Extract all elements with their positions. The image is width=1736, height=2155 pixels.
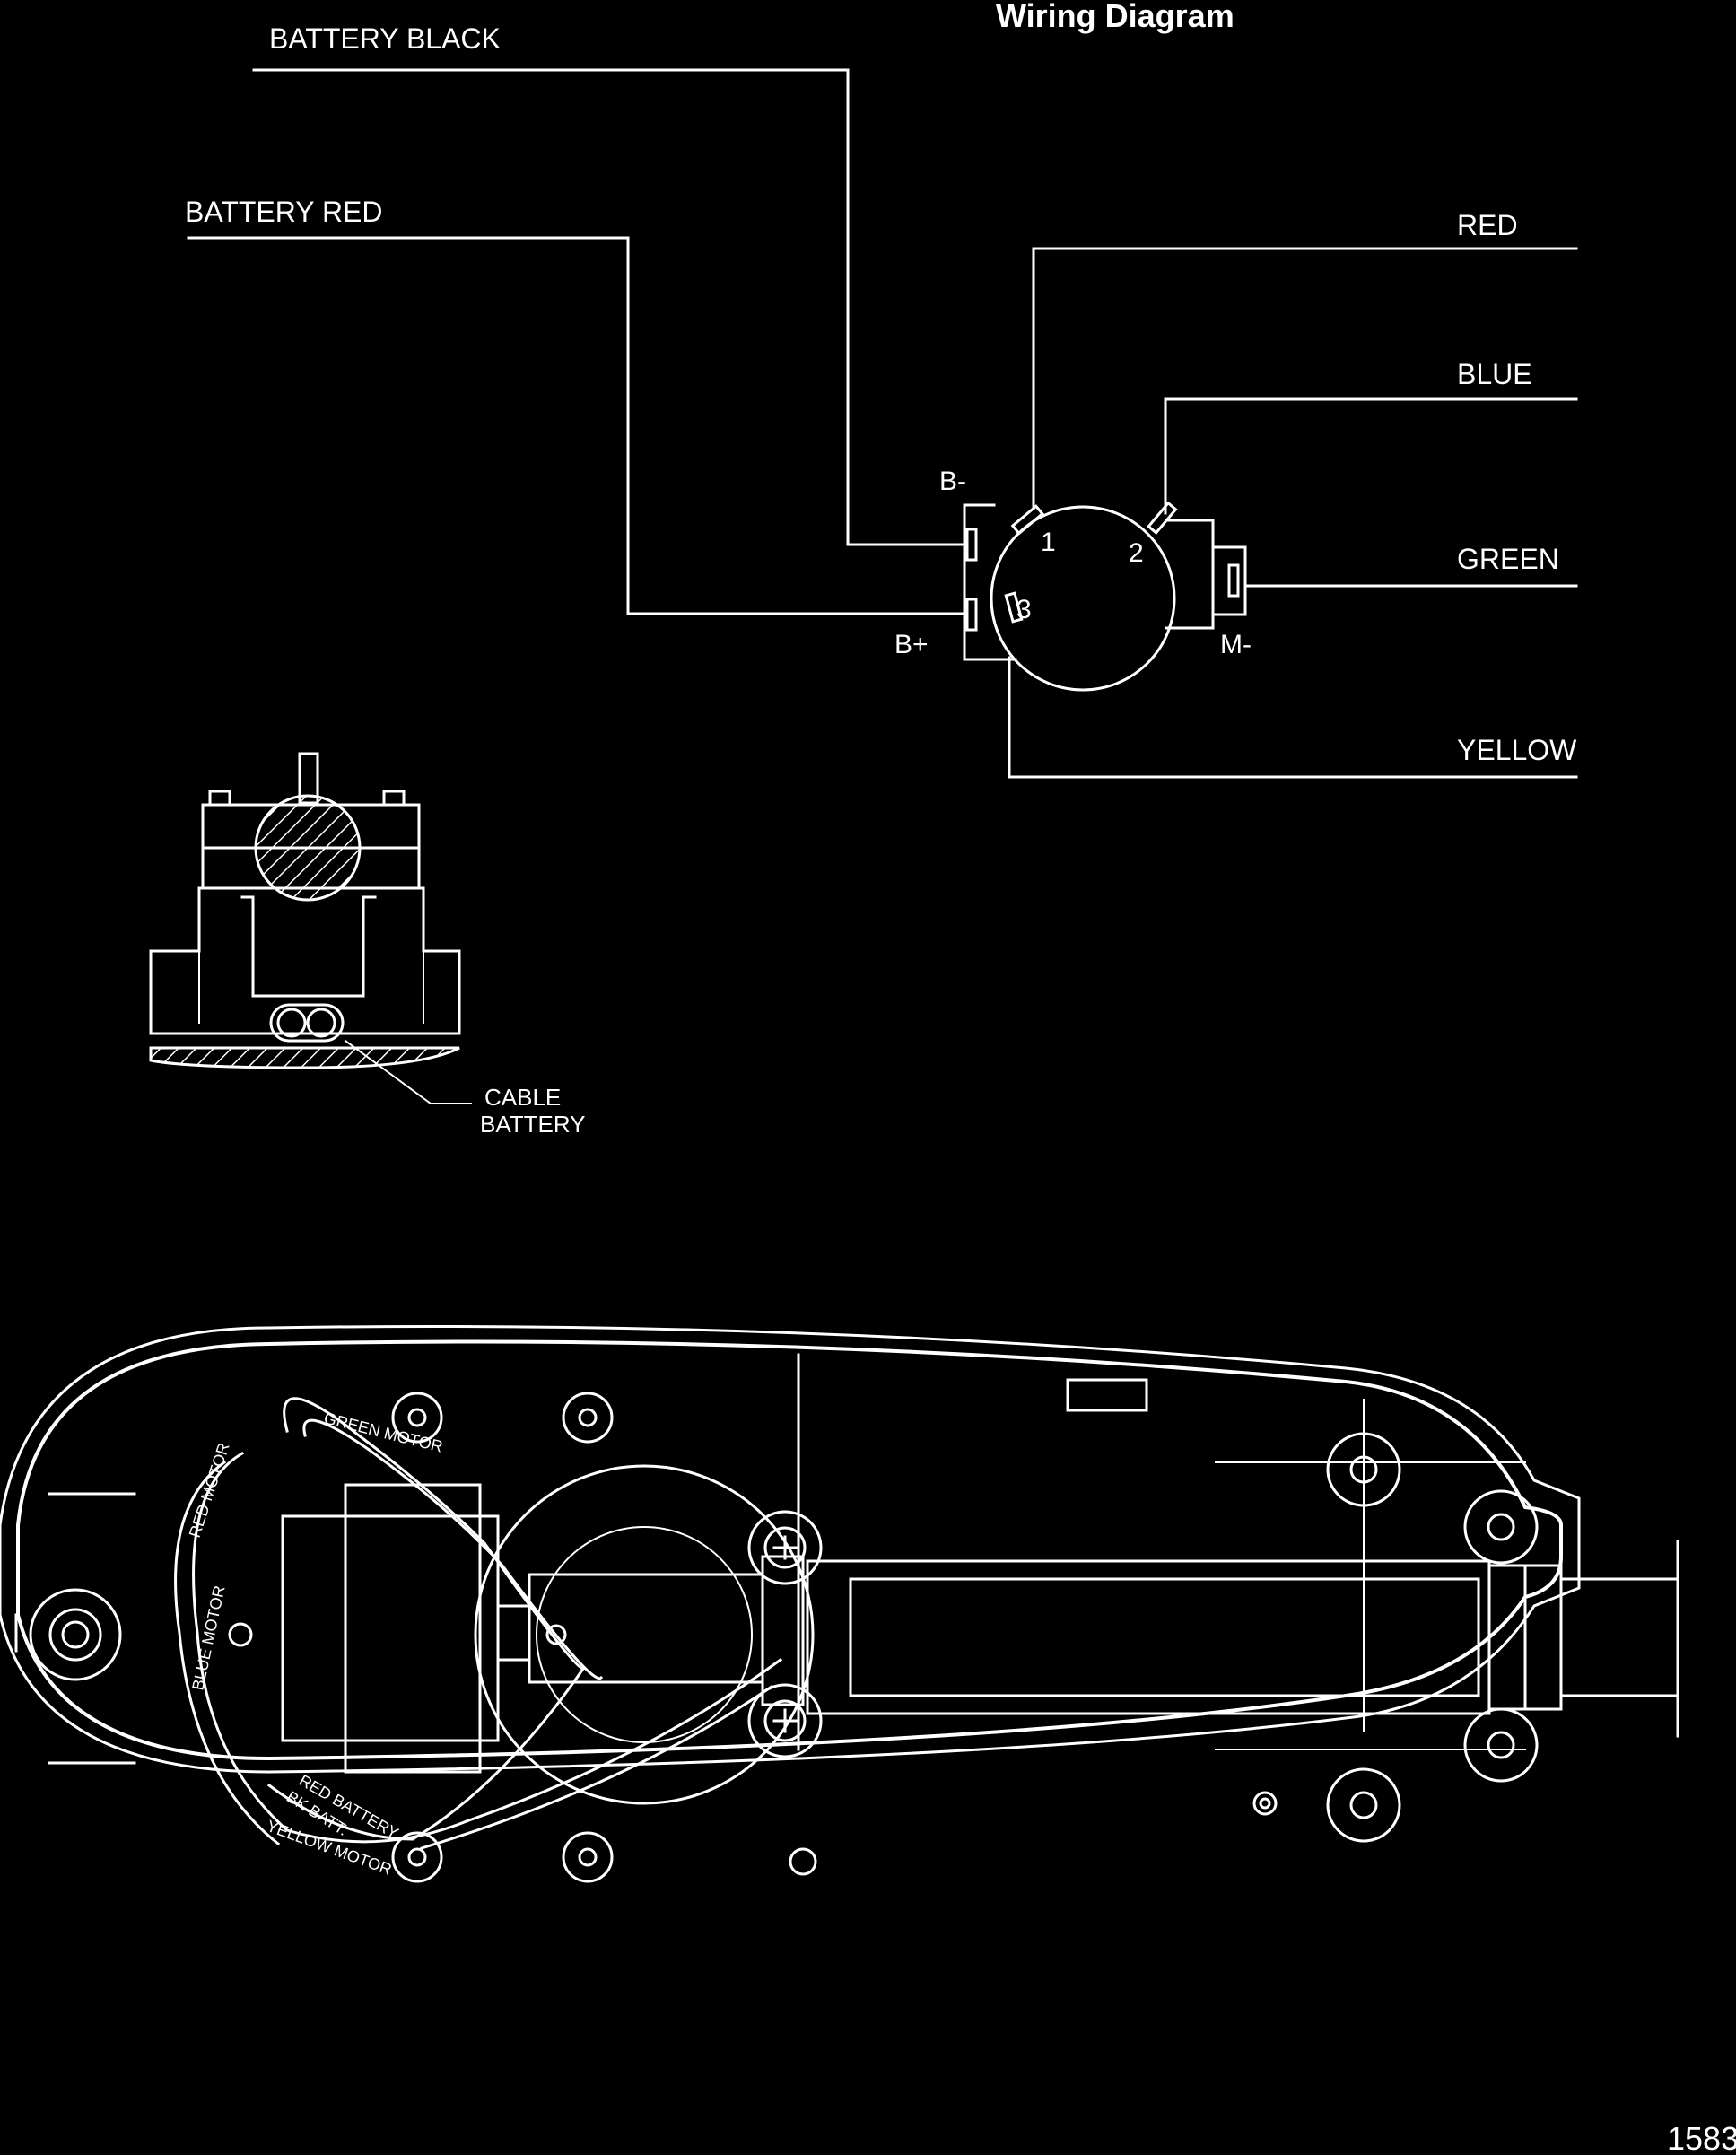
terminal-number-1: 1 bbox=[1041, 528, 1056, 557]
wire-label-yellow: YELLOW bbox=[1457, 734, 1577, 766]
wire-label-red: RED bbox=[1457, 209, 1518, 241]
terminal-2-slot bbox=[1147, 501, 1178, 535]
terminal-label-b-minus: B- bbox=[939, 467, 966, 496]
blue-wire bbox=[1164, 397, 1578, 515]
red-wire bbox=[1032, 247, 1578, 510]
wire-label-green: GREEN bbox=[1457, 543, 1559, 575]
terminal-3-slot bbox=[1004, 591, 1024, 624]
battery-red-wire bbox=[187, 236, 969, 615]
callout-cable: CABLE bbox=[484, 1084, 561, 1111]
terminal-number-2: 2 bbox=[1129, 538, 1144, 568]
housing-label-red-motor: RED MOTOR bbox=[186, 1441, 233, 1540]
terminal-1-slot bbox=[1010, 504, 1044, 536]
motor-housing-illustration bbox=[0, 1324, 1679, 1883]
terminal-label-m-minus: M- bbox=[1220, 630, 1252, 659]
callout-battery: BATTERY bbox=[480, 1111, 586, 1138]
switch-assembly bbox=[963, 501, 1247, 692]
battery-black-wire bbox=[252, 68, 969, 546]
figure-number: 1583 bbox=[1667, 2120, 1736, 2155]
cable-clamp-illustration bbox=[149, 752, 472, 1104]
m-minus-tab bbox=[1211, 545, 1247, 616]
terminal-label-b-plus: B+ bbox=[894, 630, 929, 659]
wire-label-battery-black: BATTERY BLACK bbox=[269, 22, 501, 55]
wires bbox=[187, 68, 1578, 779]
wire-label-battery-red: BATTERY RED bbox=[185, 196, 383, 228]
yellow-wire bbox=[1008, 656, 1578, 779]
wire-label-blue: BLUE bbox=[1457, 358, 1532, 390]
diagram-title: Wiring Diagram bbox=[996, 0, 1234, 34]
terminal-number-3: 3 bbox=[1016, 595, 1032, 624]
